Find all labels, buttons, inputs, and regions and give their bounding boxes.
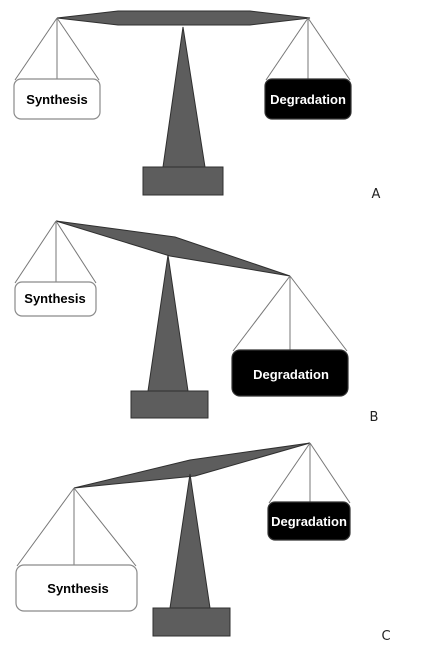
panel-a: Synthesis Degradation A bbox=[13, 10, 381, 202]
panel-a-right-string bbox=[307, 17, 351, 81]
panel-b: Synthesis Degradation B bbox=[14, 220, 379, 425]
panel-c: Synthesis Degradation C bbox=[15, 442, 391, 644]
panel-b-degradation-label: Degradation bbox=[253, 367, 329, 382]
panel-b-left-string bbox=[55, 220, 97, 284]
panel-a-left-string bbox=[56, 17, 100, 81]
panel-b-left-string bbox=[14, 220, 57, 284]
panel-a-degradation-label: Degradation bbox=[270, 92, 346, 107]
panel-b-base bbox=[130, 390, 209, 419]
panel-b-synthesis-pan bbox=[14, 281, 97, 317]
panel-c-synthesis-label: Synthesis bbox=[47, 581, 108, 596]
panel-c-left-string bbox=[16, 487, 75, 567]
panel-b-synthesis-label: Synthesis bbox=[24, 291, 85, 306]
panel-c-synthesis-pan bbox=[15, 564, 138, 612]
panel-a-beam bbox=[56, 10, 311, 26]
panel-a-pillar bbox=[162, 26, 206, 168]
panel-c-right-string bbox=[309, 442, 351, 504]
panel-a-right-string bbox=[265, 17, 309, 81]
panel-c-degradation-label: Degradation bbox=[271, 514, 347, 529]
panel-b-right-string bbox=[232, 275, 291, 352]
panel-b-right-string bbox=[289, 275, 348, 352]
panel-a-letter: A bbox=[372, 187, 381, 202]
panel-c-letter: C bbox=[381, 629, 390, 644]
panel-a-degradation-pan bbox=[264, 78, 352, 120]
panel-b-pillar bbox=[147, 254, 189, 392]
panel-c-degradation-pan bbox=[267, 501, 351, 541]
panel-b-letter: B bbox=[370, 410, 379, 425]
panel-b-beam bbox=[55, 220, 291, 277]
panel-a-base bbox=[142, 166, 224, 196]
panel-c-beam bbox=[73, 442, 311, 489]
panel-b-degradation-pan bbox=[231, 349, 349, 397]
panel-c-pillar bbox=[169, 473, 211, 609]
panel-a-synthesis-label: Synthesis bbox=[26, 92, 87, 107]
panel-a-synthesis-pan bbox=[13, 78, 101, 120]
panel-a-left-string bbox=[14, 17, 58, 81]
panel-c-base bbox=[152, 607, 231, 637]
panel-c-right-string bbox=[268, 442, 311, 504]
panel-c-left-string bbox=[73, 487, 137, 567]
